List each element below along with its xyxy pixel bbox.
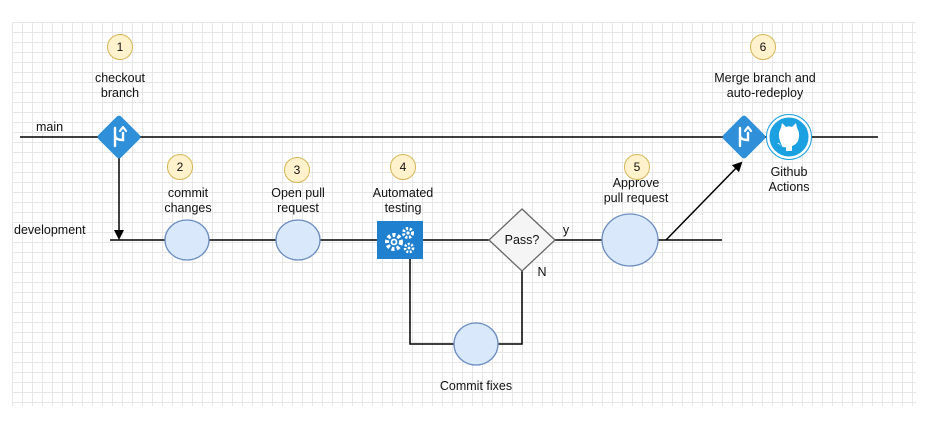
step-1-badge: 1	[107, 34, 133, 60]
git-merge-icon	[97, 115, 141, 159]
step-3-badge: 3	[284, 157, 310, 183]
pass-decision[interactable]	[488, 208, 556, 272]
step-5-label-line1: Approve	[612, 176, 660, 190]
approve-pull-request-node[interactable]	[601, 213, 659, 267]
github-actions-label-line2: Actions	[768, 180, 810, 194]
step-6-badge: 6	[750, 34, 776, 60]
decision-no-label: N	[537, 265, 547, 279]
step-4-label: Automated testing	[355, 186, 451, 216]
github-actions-label-line1: Github	[770, 165, 808, 179]
gears-icon	[377, 221, 423, 259]
step-5-label: Approve pull request	[586, 176, 686, 206]
open-pull-request-node[interactable]	[275, 219, 321, 261]
step-1-label-line1: checkout	[94, 71, 146, 85]
github-icon	[766, 114, 812, 160]
main-lane-label: main	[36, 120, 64, 134]
decision-label: Pass?	[504, 233, 540, 247]
step-4-badge: 4	[390, 154, 416, 180]
step-1-label: checkout branch	[72, 71, 168, 101]
step-3-label-line1: Open pull	[271, 186, 325, 200]
step-4-label-line2: testing	[384, 201, 422, 215]
step-6-label-line2: auto-redeploy	[726, 86, 804, 100]
git-merge-icon	[722, 115, 766, 159]
step-2-badge: 2	[167, 154, 193, 180]
merge-arrow	[665, 161, 743, 241]
step-3-label: Open pull request	[250, 186, 346, 216]
commit-fixes-node[interactable]	[453, 322, 499, 366]
github-actions-label: Github Actions	[749, 165, 829, 195]
step-6-label-line1: Merge branch and	[714, 71, 816, 85]
step-3-label-line2: request	[277, 201, 319, 215]
step-2-label-line1: commit	[167, 186, 209, 200]
grid-background	[12, 22, 916, 406]
step-5-label-line2: pull request	[603, 191, 669, 205]
step-5-badge: 5	[624, 154, 650, 180]
commit-fixes-label: Commit fixes	[439, 379, 513, 393]
step-1-label-line2: branch	[100, 86, 140, 100]
step-6-label: Merge branch and auto-redeploy	[700, 71, 830, 101]
development-lane-label: development	[14, 223, 86, 237]
step-4-label-line1: Automated	[372, 186, 434, 200]
commit-changes-node[interactable]	[164, 219, 210, 261]
step-2-label-line2: changes	[164, 201, 212, 215]
step-2-label: commit changes	[140, 186, 236, 216]
decision-yes-label: y	[562, 223, 570, 237]
